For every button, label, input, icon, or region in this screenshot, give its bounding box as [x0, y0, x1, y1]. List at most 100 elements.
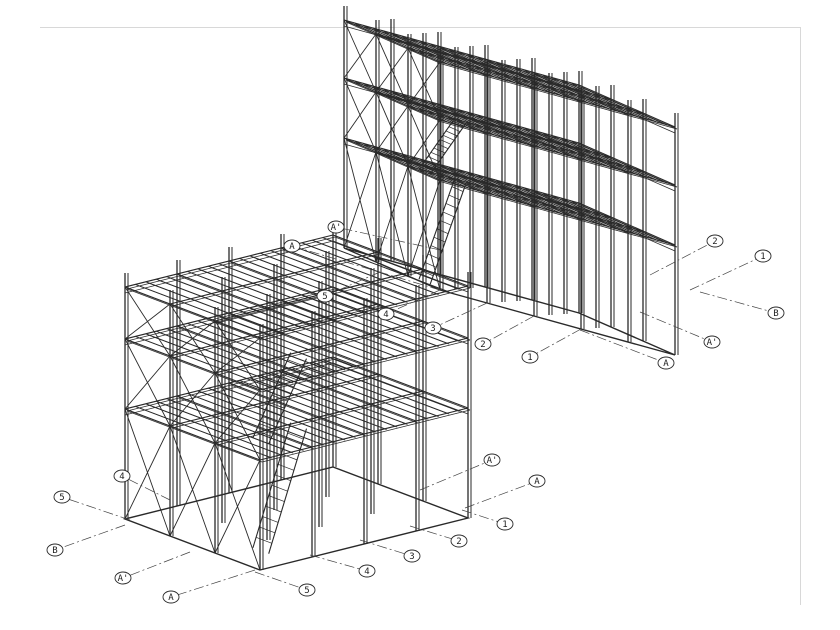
floor-beam-y — [345, 21, 443, 65]
stair-tread — [448, 194, 461, 201]
floor-beam-y — [437, 163, 535, 207]
floor-joist — [234, 341, 280, 359]
floor-beam-y — [280, 247, 417, 300]
floor-joist — [383, 332, 429, 350]
floor-joist — [300, 352, 346, 371]
floor-beam-y — [282, 301, 419, 354]
floor-joist — [248, 365, 294, 384]
axis-tag-label: 4 — [364, 567, 369, 577]
floor-joist — [560, 208, 593, 223]
floor-joist — [411, 38, 444, 54]
axis-tag-label: A — [534, 477, 540, 487]
stair-tread — [436, 228, 449, 234]
floor-joist — [447, 177, 480, 192]
floor-joist — [258, 363, 304, 381]
floor-joist — [481, 63, 514, 78]
floor-joist — [310, 350, 356, 368]
floor-joist — [317, 320, 363, 338]
floor-joist — [490, 123, 523, 139]
floor-beam-y — [484, 116, 582, 160]
floor-joist — [515, 185, 548, 201]
floor-joist — [331, 293, 377, 311]
floor-beam-y — [484, 58, 582, 102]
stair-tread — [265, 505, 282, 513]
floor-joist — [571, 201, 604, 216]
axis-line — [170, 569, 256, 598]
axis-line — [385, 289, 441, 315]
floor-joist — [515, 67, 548, 83]
axis-tag-label: A' — [118, 574, 129, 584]
lower-tag-Aprime-right: A' — [483, 453, 501, 467]
floor-joist — [537, 136, 570, 152]
floor-joist — [515, 125, 548, 141]
floor-joist — [300, 422, 346, 441]
floor-joist — [603, 97, 636, 112]
axis-tag-label: A — [663, 359, 669, 369]
floor-joist — [458, 169, 491, 185]
stair-tread — [445, 130, 458, 137]
stair-tread — [284, 443, 301, 450]
floor-joist — [406, 42, 439, 58]
floor-joist — [543, 75, 576, 90]
floor-joist — [430, 162, 463, 177]
floor-joist — [524, 188, 557, 203]
axis-tag-label: B — [773, 309, 778, 319]
lower-tag-A-right: A — [528, 474, 546, 488]
floor-joist — [556, 84, 589, 99]
floor-joist — [348, 382, 394, 401]
floor-joist — [462, 116, 495, 131]
floor-joist — [475, 66, 508, 82]
floor-joist — [310, 298, 356, 316]
x-brace — [407, 119, 441, 167]
lower-tag-Aprime-left: A' — [114, 571, 132, 585]
floor-joist — [571, 83, 604, 98]
floor-joist — [513, 77, 546, 92]
axis-line — [464, 480, 538, 509]
axis-tag-bubble — [358, 564, 376, 578]
axis-line — [309, 554, 368, 572]
floor-joist — [462, 58, 495, 73]
floor-joist — [428, 171, 461, 187]
floor-joist — [213, 416, 259, 434]
floor-joist — [588, 156, 621, 171]
floor-joist — [244, 338, 290, 357]
floor-joist — [234, 289, 280, 307]
floor-beam-y — [124, 408, 261, 461]
x-brace — [375, 47, 409, 93]
floor-joist — [616, 223, 649, 239]
floor-joist — [522, 137, 555, 153]
floor-joist — [286, 398, 332, 416]
stair-tread — [262, 516, 279, 523]
floor-joist — [414, 394, 460, 412]
floor-joist — [458, 51, 491, 67]
upper-tag-4: 4 — [377, 307, 395, 321]
axis-tag-bubble — [496, 517, 514, 531]
floor-joist — [364, 143, 397, 159]
axis-tag-bubble — [316, 289, 334, 303]
floor-joist — [449, 167, 482, 182]
upper-tag-Aprime-left: A' — [327, 220, 345, 234]
floor-joist — [543, 193, 576, 208]
stair-tread — [262, 416, 279, 423]
x-brace — [124, 303, 171, 340]
floor-joist — [421, 99, 454, 115]
stair-tread — [424, 262, 437, 268]
axis-tag-bubble — [703, 335, 721, 349]
floor-joist — [421, 159, 454, 175]
x-brace — [214, 389, 261, 444]
floor-beam-y — [531, 189, 629, 233]
floor-joist — [430, 44, 463, 59]
floor-joist — [374, 28, 407, 44]
floor-joist — [466, 182, 499, 197]
upper-tag-A-right: A — [657, 356, 675, 370]
floor-joist — [537, 78, 570, 94]
x-brace — [407, 179, 441, 277]
floor-beam-y — [332, 234, 469, 287]
floor-beam-y — [334, 288, 471, 341]
lower-tag-4-left: 4 — [113, 469, 131, 483]
floor-joist — [496, 120, 529, 135]
floor-joist — [552, 195, 585, 211]
axis-tag-bubble — [474, 337, 492, 351]
stair-tread — [424, 160, 437, 167]
lower-steel-frame-model — [122, 221, 472, 571]
